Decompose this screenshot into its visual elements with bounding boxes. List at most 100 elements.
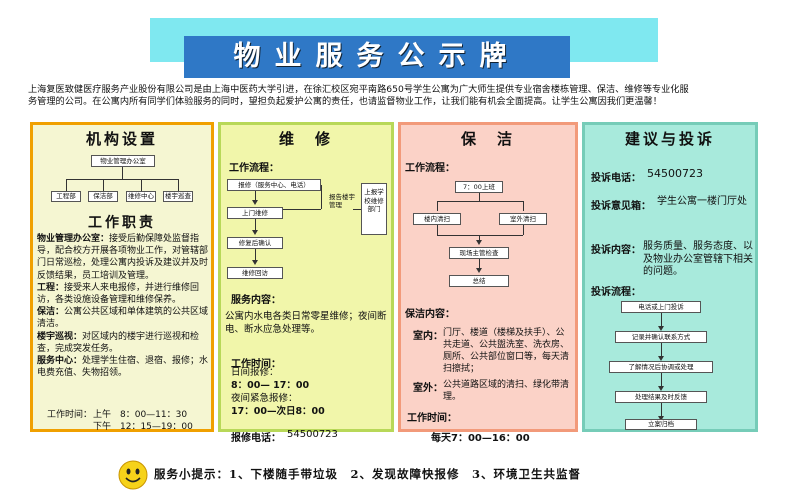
flow-arrow-line (661, 403, 662, 417)
school-repair-box: 上报学校维修部门 (361, 183, 387, 235)
flow-arrow-head (252, 230, 258, 235)
complaint-flow-step: 立案归档 (625, 419, 697, 430)
complaint-flow-label: 投诉流程： (591, 287, 641, 298)
org-chart-child-box: 保洁部 (88, 191, 118, 202)
work-time-value: 每天7：00—16：00 (431, 433, 530, 444)
office-hours-pm: 下午 12：15—19：00 (93, 422, 193, 432)
night-repair-label: 夜间紧急报修： (231, 393, 298, 404)
flow-arrow-line (523, 201, 524, 211)
night-repair-time: 17：00—次日8：00 (231, 406, 325, 417)
flow-arrow-line (437, 225, 438, 235)
complaint-flow-step: 处理结果及时反馈 (615, 391, 707, 403)
flow-arrow-line (255, 219, 256, 231)
indoor-label: 室内： (413, 331, 443, 342)
cleaning-flow-end: 总结 (449, 275, 509, 287)
cleaning-panel: 保 洁 工作流程： 7：00上班 楼内清扫 室外清扫 现场主管检查 总结 保洁内… (398, 122, 578, 444)
repair-flow-step: 修复后确认 (227, 237, 283, 249)
flow-arrow-line (437, 201, 438, 211)
flow-arrow-line (255, 191, 256, 201)
complaint-phone-label: 投诉电话： (591, 173, 641, 184)
flow-arrow-line (661, 343, 662, 357)
flow-branch-line (321, 185, 322, 209)
flow-arrow-head (476, 240, 482, 245)
flow-arrow-line (437, 201, 523, 202)
flow-arrow-line (479, 259, 480, 269)
daily-repair-time: 8：00— 17：00 (231, 380, 310, 391)
complaint-flow-step: 记录并确认联系方式 (615, 331, 707, 343)
flow-label: 工作流程： (405, 163, 455, 174)
duty-item: 物业管理办公室：接受后勤保障处监督指导，配合校方开展各项物业工作，对管辖部门日常… (37, 234, 209, 281)
cleaning-content-label: 保洁内容： (405, 309, 455, 320)
intro-line: 上海复医致健医疗服务产业股份有限公司是由上海中医药大学引进，在徐汇校区宛平南路6… (28, 84, 689, 95)
org-chart-line (66, 179, 178, 180)
org-chart-child-box: 楼宇巡查 (163, 191, 193, 202)
work-time-label: 工作时间： (407, 413, 457, 424)
repair-flow-step: 报修（服务中心、电话） (227, 179, 321, 191)
org-chart-line (141, 179, 142, 191)
cleaning-flow-start: 7：00上班 (455, 181, 503, 193)
office-hours-label: 工作时间： (47, 410, 93, 420)
flow-arrow-head (658, 386, 664, 391)
complaint-box-label: 投诉意见箱： (591, 201, 651, 212)
duty-item: 楼宇巡视：对区域内的楼宇进行巡视和检查，完成突发任务。 (37, 331, 200, 354)
repair-phone-label: 报修电话： (231, 433, 281, 444)
org-chart-line (122, 167, 123, 179)
flow-arrow-head (658, 326, 664, 331)
service-tip: 服务小提示：1、下楼随手带垃圾 2、发现故障快报修 3、环境卫生共监督 (154, 467, 582, 481)
duty-item: 工程：接受来人来电报修，并进行维修回访，各类设施设备管理和维修保养。 (37, 282, 200, 306)
service-content-label: 服务内容： (231, 295, 281, 306)
org-chart-child-box: 维修中心 (126, 191, 156, 202)
flow-arrow-line (479, 193, 480, 201)
complaint-phone-number: 54500723 (647, 167, 703, 180)
panel-title: 维 修 (278, 130, 333, 148)
work-time-label: 工作时间： (231, 359, 281, 370)
flow-arrow-line (479, 235, 480, 241)
org-chart-line (178, 179, 179, 191)
complaint-panel: 建议与投诉 投诉电话： 54500723 投诉意见箱： 学生公寓一楼门厅处 投诉… (582, 122, 758, 432)
flow-arrow-line (661, 313, 662, 327)
flow-arrow-line (255, 249, 256, 261)
repair-panel: 维 修 工作流程： 报修（服务中心、电话） 上门维修 修复后确认 维修回访 报告… (218, 122, 394, 444)
complaint-box-location: 学生公寓一楼门厅处 (657, 196, 747, 207)
flow-arrow-head (476, 268, 482, 273)
office-hours-am: 上午 8：00—11：30 (93, 410, 188, 420)
service-content-text: 公寓内水电各类日常零星维修；夜间断电、断水应急处理等。 (225, 311, 387, 335)
duty-item: 保洁：公寓公共区域和单体建筑的公共区域清洁。 (37, 307, 209, 330)
complaint-flow-step: 了解情况后协调或处理 (609, 361, 713, 373)
duties-list: 物业管理办公室：接受后勤保障处监督指导，配合校方开展各项物业工作，对管辖部门日常… (37, 233, 209, 379)
flow-branch-line (283, 209, 321, 210)
complaint-flow-step: 电话或上门投诉 (621, 301, 701, 313)
flow-arrow-head (252, 200, 258, 205)
flow-arrow-head (658, 356, 664, 361)
flow-arrow-line (437, 235, 523, 236)
intro-paragraph: 上海复医致健医疗服务产业股份有限公司是由上海中医药大学引进，在徐汇校区宛平南路6… (28, 84, 780, 108)
cleaning-flow-outdoor: 室外清扫 (499, 213, 547, 225)
repair-flow-step: 维修回访 (227, 267, 283, 279)
duties-title: 工作职责 (88, 215, 156, 231)
org-chart-line (66, 179, 67, 191)
flow-arrow-line (523, 225, 524, 235)
cleaning-flow-check: 现场主管检查 (449, 247, 509, 259)
panel-title: 建议与投诉 (624, 130, 715, 148)
org-chart-child-box: 工程部 (51, 191, 81, 202)
org-chart-top-box: 物业管理办公室 (91, 155, 155, 167)
cleaning-flow-indoor: 楼内清扫 (413, 213, 461, 225)
page-title: 物业服务公示牌 (184, 36, 570, 78)
escalate-note: 报告楼宇管理 (329, 193, 355, 209)
panel-title: 保 洁 (460, 130, 515, 148)
outdoor-text: 公共道路区域的清扫、绿化带清理。 (443, 380, 570, 402)
organization-panel: 机构设置 物业管理办公室 工程部 保洁部 维修中心 楼宇巡查 工作职责 物业管理… (30, 122, 214, 432)
flow-label: 工作流程： (229, 163, 279, 174)
duty-item: 服务中心：处理学生住宿、退宿、报修；水电费充值、失物招领。 (37, 356, 209, 379)
daily-repair-label: 日间报修： (231, 367, 279, 378)
intro-line: 务管理的公司。在公寓内所有同学们体验服务的同时，望担负起爱护公寓的责任，也请监督… (28, 96, 662, 107)
org-chart-line (103, 179, 104, 191)
repair-flow-step: 上门维修 (227, 207, 283, 219)
flow-arrow-line (661, 373, 662, 387)
panel-title: 机构设置 (85, 130, 158, 148)
repair-phone-number: 54500723 (287, 429, 338, 440)
flow-arrow-head (658, 416, 664, 421)
flow-branch-line (353, 209, 361, 210)
complaint-content-label: 投诉内容： (591, 245, 641, 256)
indoor-text: 门厅、楼道（楼梯及扶手）、公共走道、公共盥洗室、洗衣房、厕所、公共部位窗口等，每… (443, 328, 570, 374)
